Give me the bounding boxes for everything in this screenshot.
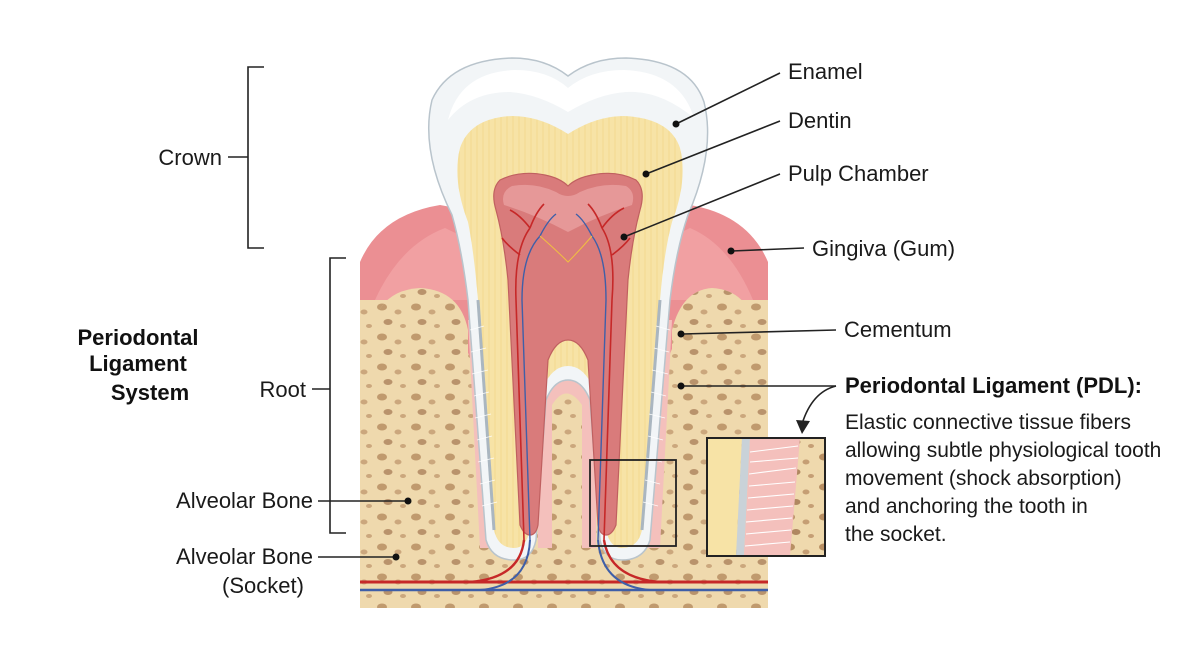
system-title-line3: System (111, 380, 189, 405)
pdl-leader (677, 382, 837, 434)
label-alveolar-socket-line2: (Socket) (222, 573, 304, 598)
bone-crest (372, 288, 756, 560)
label-dentin: Dentin (788, 108, 852, 133)
label-enamel: Enamel (788, 59, 863, 84)
label-crown: Crown (158, 145, 222, 170)
root-bracket (312, 257, 346, 534)
cementum-leader (677, 329, 837, 338)
pdl-description-line4: and anchoring the tooth in (845, 495, 1088, 518)
pdl-description-line2: allowing subtle physiological tooth (845, 439, 1161, 462)
label-alveolar-socket-line1: Alveolar Bone (176, 544, 313, 569)
tooth-illustration (360, 57, 768, 591)
enamel-leader (672, 72, 781, 128)
label-pdl-title: Periodontal Ligament (PDL): (845, 373, 1142, 398)
pdl-description-line1: Elastic connective tissue fibers (845, 411, 1131, 434)
gingiva-leader (727, 247, 805, 255)
pdl-inset (706, 437, 826, 557)
system-title-line1: Periodontal (77, 325, 198, 350)
system-title-line2: Ligament (89, 351, 187, 376)
label-alveolar-bone: Alveolar Bone (176, 488, 313, 513)
label-cementum: Cementum (844, 317, 952, 342)
label-root: Root (260, 377, 306, 402)
label-pulp-chamber: Pulp Chamber (788, 161, 929, 186)
pdl-description-line3: movement (shock absorption) (845, 467, 1122, 490)
pdl-description-line5: the socket. (845, 523, 947, 546)
pulp-leader (620, 173, 781, 241)
crown-bracket (228, 66, 264, 249)
zoom-box (589, 459, 677, 547)
label-gingiva: Gingiva (Gum) (812, 236, 955, 261)
dentin-leader (642, 120, 781, 178)
